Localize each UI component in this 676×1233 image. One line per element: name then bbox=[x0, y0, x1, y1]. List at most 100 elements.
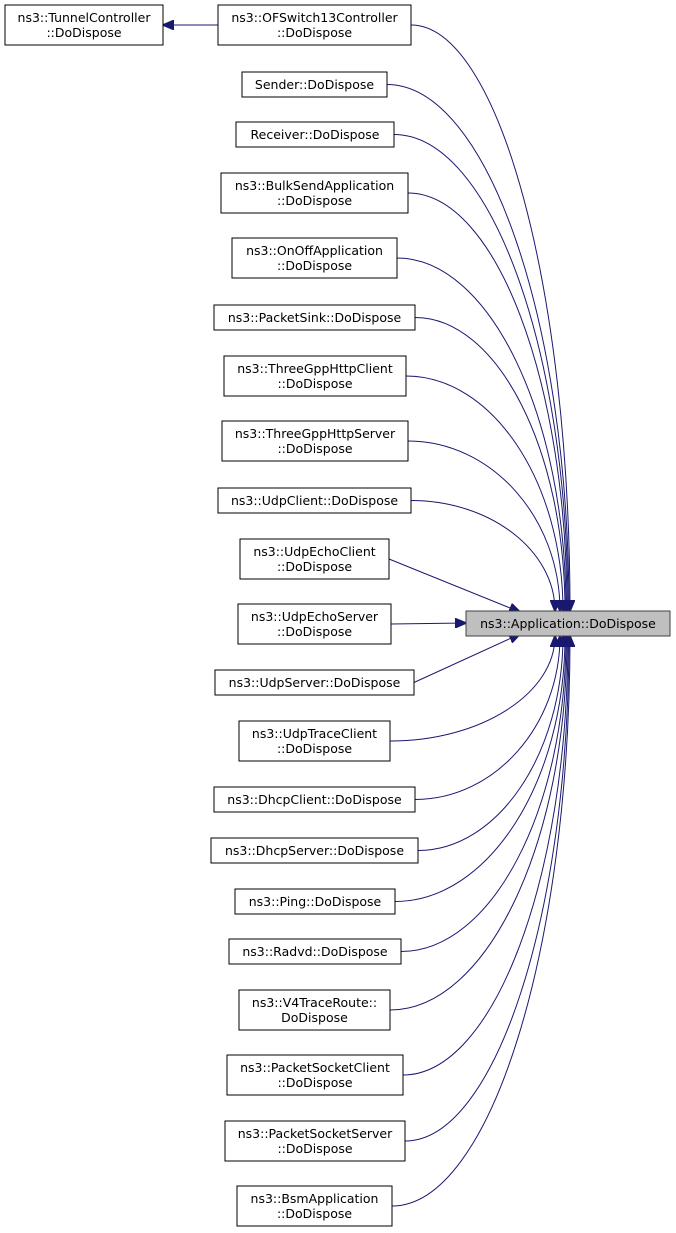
node-box[interactable] bbox=[213, 304, 416, 331]
node-box[interactable] bbox=[221, 420, 409, 462]
node-label-line: ns3::TunnelController bbox=[18, 10, 152, 25]
node-udpechoserver[interactable]: ns3::UdpEchoServer::DoDispose bbox=[237, 603, 392, 645]
node-packetsocketclient[interactable]: ns3::PacketSocketClient::DoDispose bbox=[226, 1054, 404, 1096]
nodes-layer: ns3::Application::DoDispose ns3::OFSwitch… bbox=[4, 4, 671, 1227]
node-packetsocketserver[interactable]: ns3::PacketSocketServer::DoDispose bbox=[224, 1120, 406, 1162]
node-box[interactable] bbox=[213, 786, 416, 813]
node-box[interactable] bbox=[226, 1054, 404, 1096]
node-label-line: ns3::BulkSendApplication bbox=[235, 178, 394, 193]
node-httpserver[interactable]: ns3::ThreeGppHttpServer::DoDispose bbox=[221, 420, 409, 462]
node-label-line: ns3::V4TraceRoute:: bbox=[252, 995, 377, 1010]
node-udpclient[interactable]: ns3::UdpClient::DoDispose bbox=[217, 487, 412, 514]
edge-udpserver-to-root bbox=[413, 634, 520, 683]
node-label-line: ns3::PacketSocketServer bbox=[238, 1126, 393, 1141]
node-label-line: ns3::UdpClient::DoDispose bbox=[231, 493, 398, 508]
node-label-line: ::DoDispose bbox=[277, 1075, 352, 1090]
node-label-line: ::DoDispose bbox=[277, 1206, 352, 1221]
node-packetsink[interactable]: ns3::PacketSink::DoDispose bbox=[213, 304, 416, 331]
node-box[interactable] bbox=[220, 172, 409, 214]
node-httpclient[interactable]: ns3::ThreeGppHttpClient::DoDispose bbox=[223, 355, 407, 397]
node-label-line: ns3::BsmApplication bbox=[251, 1191, 379, 1206]
edge-httpserver-to-root bbox=[407, 440, 560, 611]
node-box[interactable] bbox=[224, 1120, 406, 1162]
node-receiver[interactable]: Receiver::DoDispose bbox=[235, 121, 395, 148]
node-radvd[interactable]: ns3::Radvd::DoDispose bbox=[228, 938, 402, 965]
node-label-line: ::DoDispose bbox=[277, 258, 352, 273]
node-label-line: ::DoDispose bbox=[277, 559, 352, 574]
node-udpechoclient[interactable]: ns3::UdpEchoClient::DoDispose bbox=[239, 538, 390, 580]
edge-packetsocketclient-to-root bbox=[402, 636, 568, 1076]
node-label-line: ns3::UdpEchoClient bbox=[253, 544, 375, 559]
node-label-line: ::DoDispose bbox=[46, 25, 121, 40]
edge-packetsink-to-root bbox=[414, 317, 565, 612]
node-label-line: ns3::OFSwitch13Controller bbox=[231, 10, 398, 25]
node-dhcpclient[interactable]: ns3::DhcpClient::DoDispose bbox=[213, 786, 416, 813]
node-label-line: ns3::UdpTraceClient bbox=[252, 726, 377, 741]
node-box[interactable] bbox=[236, 1185, 393, 1227]
node-ofswitch13[interactable]: ns3::OFSwitch13Controller::DoDispose bbox=[217, 4, 412, 46]
node-box[interactable] bbox=[235, 121, 395, 148]
node-label-line: ns3::PacketSocketClient bbox=[240, 1060, 390, 1075]
node-box[interactable] bbox=[210, 837, 419, 864]
node-box[interactable] bbox=[228, 938, 402, 965]
node-label-line: ns3::ThreeGppHttpClient bbox=[237, 361, 393, 376]
node-label-line: ns3::DhcpClient::DoDispose bbox=[227, 792, 402, 807]
node-label-line: ::DoDispose bbox=[277, 1141, 352, 1156]
node-box[interactable] bbox=[217, 487, 412, 514]
node-box[interactable] bbox=[241, 71, 388, 98]
node-label-line: ns3::Application::DoDispose bbox=[480, 616, 656, 631]
node-box[interactable] bbox=[231, 237, 398, 279]
node-tunnel[interactable]: ns3::TunnelController::DoDispose bbox=[4, 4, 164, 46]
node-onoff[interactable]: ns3::OnOffApplication::DoDispose bbox=[231, 237, 398, 279]
node-label-line: DoDispose bbox=[281, 1010, 348, 1025]
edge-onoff-to-root bbox=[396, 257, 566, 611]
edge-receiver-to-root bbox=[393, 134, 568, 612]
edge-bsmapp-to-root bbox=[391, 636, 570, 1207]
edge-bulksend-to-root bbox=[407, 192, 567, 611]
edge-udpclient-to-root bbox=[410, 500, 555, 612]
node-udpserver[interactable]: ns3::UdpServer::DoDispose bbox=[214, 669, 415, 696]
node-label-line: ns3::PacketSink::DoDispose bbox=[228, 310, 402, 325]
edge-ofswitch13-to-root bbox=[410, 24, 570, 611]
edge-dhcpclient-to-root bbox=[414, 636, 560, 800]
node-root[interactable]: ns3::Application::DoDispose bbox=[465, 610, 671, 637]
node-label-line: ::DoDispose bbox=[277, 193, 352, 208]
node-box[interactable] bbox=[238, 989, 391, 1031]
node-dhcpserver[interactable]: ns3::DhcpServer::DoDispose bbox=[210, 837, 419, 864]
node-box[interactable] bbox=[214, 669, 415, 696]
node-box[interactable] bbox=[234, 888, 396, 915]
node-box[interactable] bbox=[238, 720, 391, 762]
node-box[interactable] bbox=[4, 4, 164, 46]
node-box[interactable] bbox=[237, 603, 392, 645]
node-bsmapp[interactable]: ns3::BsmApplication::DoDispose bbox=[236, 1185, 393, 1227]
node-box[interactable] bbox=[217, 4, 412, 46]
edge-httpclient-to-root bbox=[405, 375, 563, 611]
node-sender[interactable]: Sender::DoDispose bbox=[241, 71, 388, 98]
edge-radvd-to-root bbox=[400, 636, 566, 952]
node-v4traceroute[interactable]: ns3::V4TraceRoute::DoDispose bbox=[238, 989, 391, 1031]
node-bulksend[interactable]: ns3::BulkSendApplication::DoDispose bbox=[220, 172, 409, 214]
node-label-line: Receiver::DoDispose bbox=[251, 127, 380, 142]
node-label-line: ::DoDispose bbox=[277, 441, 352, 456]
edge-udptraceclient-to-root bbox=[389, 636, 555, 742]
edge-dhcpserver-to-root bbox=[417, 636, 563, 851]
node-label-line: ns3::OnOffApplication bbox=[246, 243, 383, 258]
node-udptraceclient[interactable]: ns3::UdpTraceClient::DoDispose bbox=[238, 720, 391, 762]
node-box[interactable] bbox=[239, 538, 390, 580]
edge-udpechoserver-to-root bbox=[390, 623, 466, 624]
node-label-line: ns3::ThreeGppHttpServer bbox=[235, 426, 396, 441]
node-label-line: ns3::Radvd::DoDispose bbox=[242, 944, 388, 959]
node-box[interactable] bbox=[223, 355, 407, 397]
edge-packetsocketserver-to-root bbox=[404, 636, 569, 1142]
node-label-line: Sender::DoDispose bbox=[255, 77, 374, 92]
edge-ping-to-root bbox=[394, 636, 565, 902]
node-label-line: ns3::UdpServer::DoDispose bbox=[229, 675, 401, 690]
node-root-box[interactable] bbox=[465, 610, 671, 637]
node-label-line: ns3::DhcpServer::DoDispose bbox=[225, 843, 404, 858]
node-ping[interactable]: ns3::Ping::DoDispose bbox=[234, 888, 396, 915]
node-label-line: ns3::UdpEchoServer bbox=[251, 609, 379, 624]
node-label-line: ns3::Ping::DoDispose bbox=[249, 894, 382, 909]
edges-layer bbox=[163, 24, 570, 1207]
node-label-line: ::DoDispose bbox=[277, 25, 352, 40]
